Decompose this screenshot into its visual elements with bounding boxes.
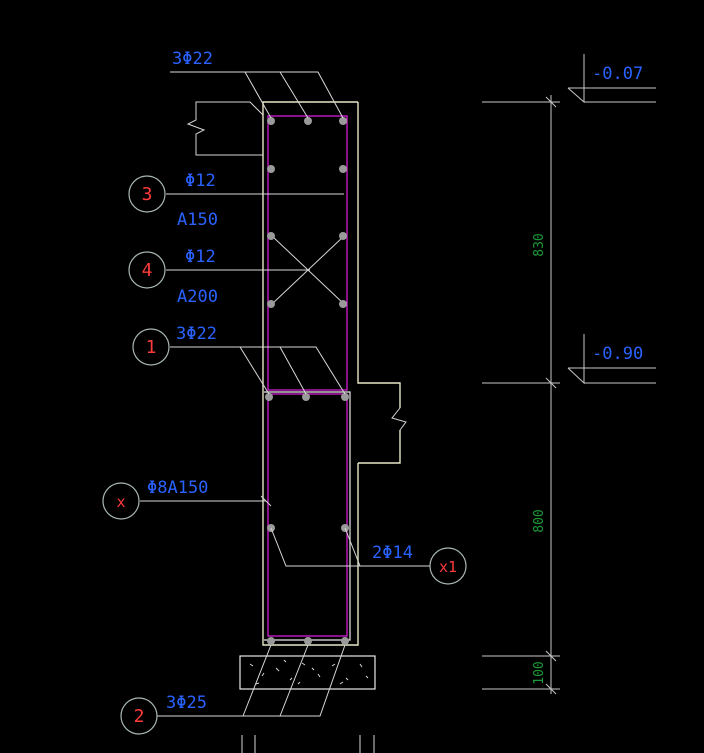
leader-top-rebar bbox=[170, 71, 344, 119]
dim-tick bbox=[545, 96, 557, 108]
elevation-mark-mid bbox=[567, 334, 656, 385]
concrete-outline bbox=[186, 101, 407, 646]
rebar-dots bbox=[265, 117, 349, 645]
stirrup3-dia-label: Φ12 bbox=[185, 171, 216, 191]
foundation-pad bbox=[239, 655, 376, 753]
tick-x bbox=[260, 495, 272, 507]
rebar-dot bbox=[341, 637, 349, 645]
dimension-100: 100 bbox=[532, 661, 547, 684]
marker-circle-2 bbox=[120, 697, 158, 735]
stirrup3-spacing-label: A150 bbox=[177, 210, 218, 230]
leader-lines bbox=[140, 71, 430, 717]
concrete-top-edge bbox=[262, 101, 358, 115]
concrete-lower-body bbox=[262, 390, 359, 646]
dimension-830: 830 bbox=[532, 233, 547, 256]
rebar-dot bbox=[341, 393, 349, 401]
rebar-bottom-label: 3Φ25 bbox=[166, 693, 207, 713]
leader-2 bbox=[155, 644, 346, 717]
leader-mid-rebar bbox=[170, 346, 346, 395]
rebar-dot bbox=[267, 165, 275, 173]
lower-stirrup-outline bbox=[264, 391, 351, 641]
marker-4-label: 4 bbox=[142, 260, 153, 281]
marker-x-label: x bbox=[116, 493, 125, 511]
rebar-dot bbox=[265, 393, 273, 401]
marker-circles bbox=[102, 175, 467, 735]
rebar-top-label: 3Φ22 bbox=[172, 49, 213, 69]
rebar-dot bbox=[302, 393, 310, 401]
leader-x1 bbox=[270, 527, 430, 567]
rebar-dot bbox=[339, 117, 347, 125]
pad-outline bbox=[239, 655, 376, 690]
elevation-mid-value: -0.90 bbox=[592, 344, 643, 364]
lower-stirrup bbox=[267, 393, 348, 637]
elevation-top-value: -0.07 bbox=[592, 64, 643, 84]
rebar-dot bbox=[267, 300, 275, 308]
marker-circle-1 bbox=[132, 328, 170, 366]
stirrup4-dia-label: Φ12 bbox=[185, 247, 216, 267]
rebar-dot bbox=[267, 117, 275, 125]
concrete-slab-step bbox=[358, 430, 401, 464]
marker-1-label: 1 bbox=[146, 337, 157, 358]
pad-hatch bbox=[249, 659, 369, 685]
elevation-mark-top bbox=[567, 54, 656, 104]
concrete-right-edge-upper bbox=[357, 102, 401, 408]
side-bars-label: 2Φ14 bbox=[372, 543, 413, 563]
rebar-dot bbox=[267, 637, 275, 645]
marker-2-label: 2 bbox=[134, 706, 145, 727]
dim-tick bbox=[545, 377, 557, 389]
rebar-dot bbox=[304, 637, 312, 645]
marker-circle-4 bbox=[128, 251, 166, 289]
slab-break-right bbox=[391, 407, 407, 431]
rebar-dot bbox=[339, 300, 347, 308]
dim-tick bbox=[545, 683, 557, 695]
upper-stirrup bbox=[267, 115, 348, 391]
rebar-dot bbox=[339, 165, 347, 173]
dimension-800: 800 bbox=[532, 509, 547, 532]
rebar-dot bbox=[267, 232, 275, 240]
dim-tick bbox=[545, 650, 557, 662]
stirrup4-spacing-label: A200 bbox=[177, 287, 218, 307]
stirrup-x-label: Φ8A150 bbox=[147, 478, 208, 498]
marker-circle-3 bbox=[128, 175, 166, 213]
elevation-symbols bbox=[567, 54, 656, 385]
stirrups bbox=[264, 115, 351, 641]
marker-3-label: 3 bbox=[142, 184, 153, 205]
slab-break-left bbox=[186, 101, 264, 156]
marker-circle-x bbox=[102, 482, 140, 520]
dimension-chain bbox=[482, 95, 560, 695]
rebar-dot bbox=[339, 232, 347, 240]
rebar-mid-label: 3Φ22 bbox=[176, 324, 217, 344]
marker-x1-label: x1 bbox=[439, 558, 457, 576]
marker-circle-x1 bbox=[429, 547, 467, 585]
rebar-dot bbox=[304, 117, 312, 125]
